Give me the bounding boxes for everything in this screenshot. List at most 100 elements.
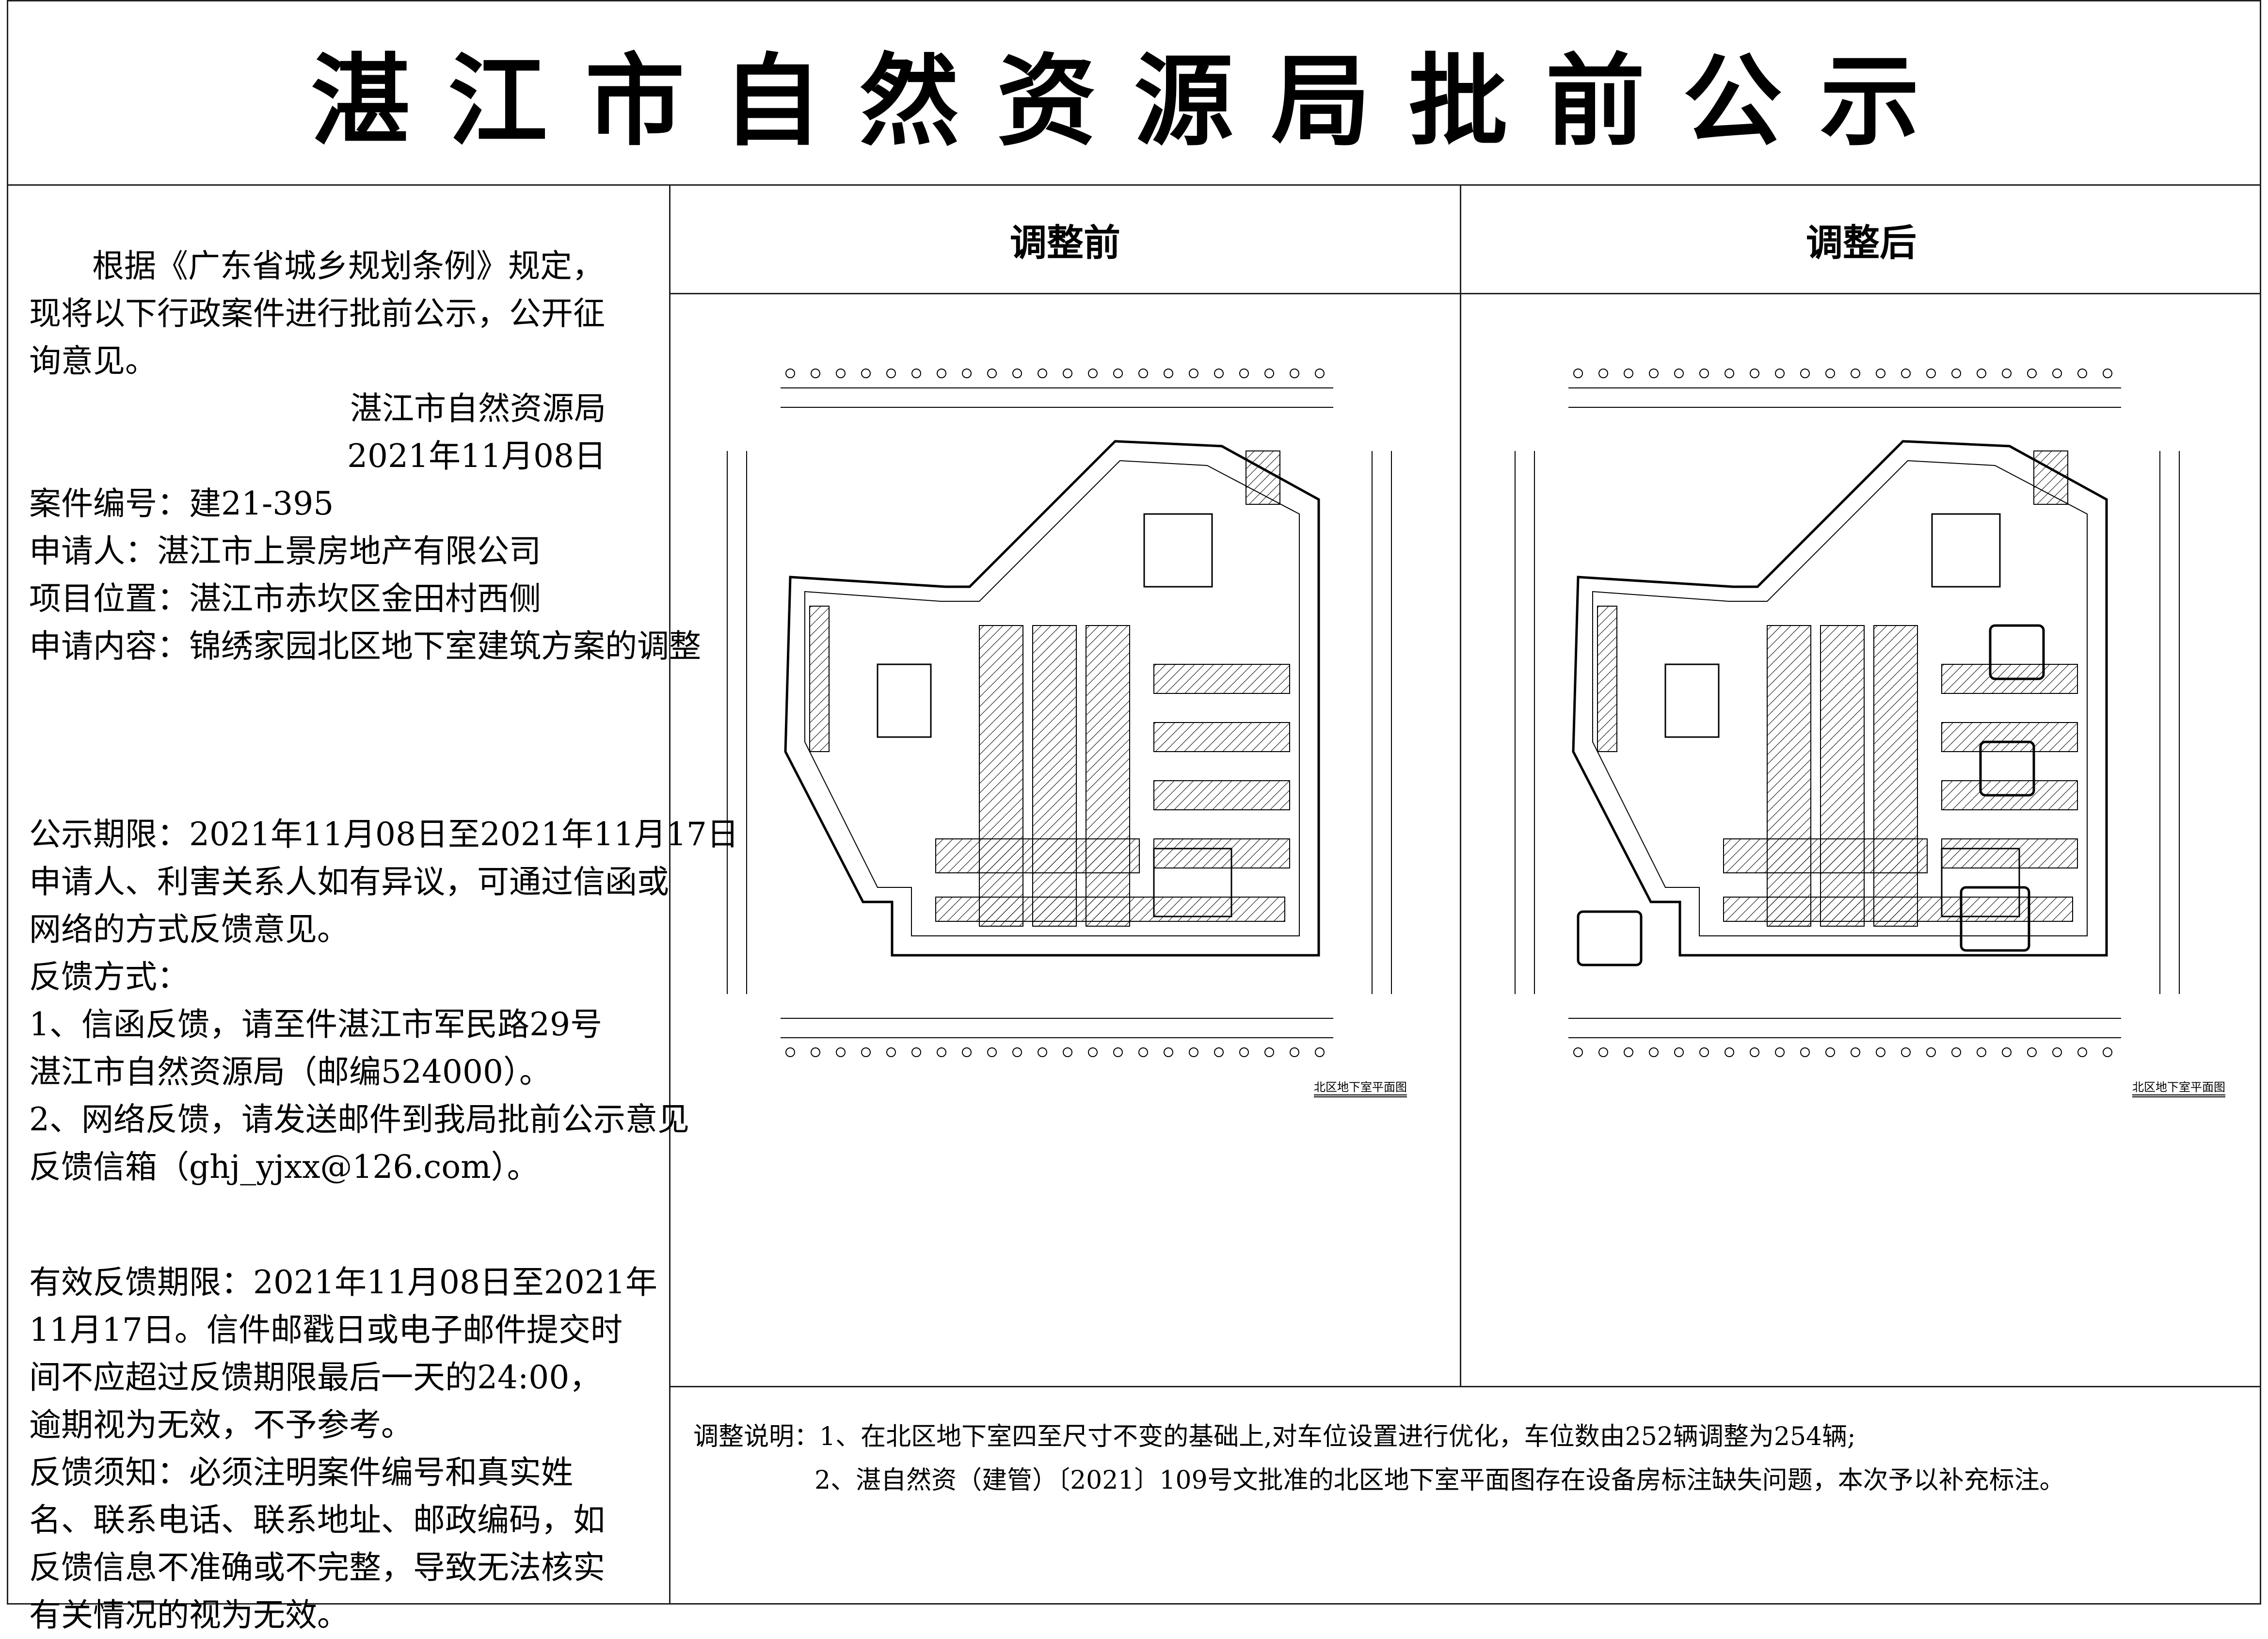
axis-marker [1012, 369, 1022, 378]
valid-line: 间不应超过反馈期限最后一天的24:00， [29, 1359, 602, 1396]
after-plan-caption: 北区地下室平面图 [2132, 1077, 2225, 1097]
equipment-room-highlight [1979, 740, 2035, 797]
axis-marker [1138, 1047, 1148, 1057]
axis-marker [1825, 369, 1835, 378]
header-row-divider [669, 293, 2261, 294]
axis-marker [1189, 369, 1198, 378]
parking-row [1032, 625, 1077, 927]
stair-core [1143, 513, 1213, 588]
parking-row [1941, 722, 2078, 752]
outer-border [7, 0, 2261, 1605]
axis-marker [1649, 369, 1659, 378]
intro-line: 询意见。 [29, 342, 157, 380]
axis-marker [1088, 369, 1098, 378]
equipment-room-highlight [1989, 624, 2045, 680]
notice-panel: 根据《广东省城乡规划条例》规定， 现将以下行政案件进行批前公示，公开征 询意见。… [29, 242, 739, 1639]
issuer: 湛江市自然资源局 [350, 390, 606, 427]
axis-marker [861, 369, 871, 378]
axis-marker [1239, 369, 1249, 378]
axis-marker [1113, 369, 1123, 378]
issue-date: 2021年11月08日 [347, 437, 606, 475]
stair-core [1941, 848, 2020, 917]
parking-row [935, 838, 1140, 873]
axis-marker [1649, 1047, 1659, 1057]
axis-marker [911, 1047, 921, 1057]
axis-marker [785, 1047, 795, 1057]
axis-marker [785, 369, 795, 378]
project-location: 项目位置：湛江市赤坎区金田村西侧 [29, 580, 541, 617]
axis-marker [836, 1047, 846, 1057]
axis-marker [1699, 369, 1709, 378]
axis-marker [1926, 1047, 1936, 1057]
axis-marker [1951, 369, 1961, 378]
valid-line: 有效反馈期限：2021年11月08日至2021年 [29, 1264, 657, 1301]
parking-row [1767, 625, 1811, 927]
axis-marker [1598, 369, 1608, 378]
before-header: 调整前 [1010, 221, 1120, 264]
axis-marker [1113, 1047, 1123, 1057]
parking-row [979, 625, 1023, 927]
axis-marker [1750, 369, 1759, 378]
axis-marker [1214, 369, 1224, 378]
axis-marker [1012, 1047, 1022, 1057]
axis-marker [1264, 369, 1274, 378]
axis-marker [962, 1047, 972, 1057]
axis-marker [2052, 1047, 2062, 1057]
period-line: 2、网络反馈，请发送邮件到我局批前公示意见 [29, 1101, 689, 1138]
parking-row [809, 606, 830, 752]
axis-marker [1063, 369, 1072, 378]
case-number: 案件编号：建21-395 [29, 485, 334, 522]
axis-marker [1775, 1047, 1785, 1057]
parking-row [1153, 664, 1290, 694]
axis-marker [987, 1047, 997, 1057]
axis-marker [1851, 369, 1860, 378]
axis-marker [1876, 369, 1885, 378]
axis-marker [1876, 1047, 1885, 1057]
adjustment-note-1: 调整说明：1、在北区地下室四至尺寸不变的基础上,对车位设置进行优化，车位数由25… [693, 1422, 1856, 1451]
axis-marker [1775, 369, 1785, 378]
axis-marker [1800, 1047, 1810, 1057]
axis-marker [1088, 1047, 1098, 1057]
parking-row [1153, 838, 1290, 868]
left-panel-divider [669, 184, 671, 1605]
axis-marker [1164, 369, 1173, 378]
axis-marker [1699, 1047, 1709, 1057]
axis-marker [1926, 369, 1936, 378]
page-title: 湛江市自然资源局批前公示 [311, 44, 1957, 160]
valid-line: 有关情况的视为无效。 [29, 1596, 349, 1634]
valid-line: 反馈信息不准确或不完整，导致无法核实 [29, 1549, 605, 1586]
ramp [1246, 450, 1280, 505]
axis-marker [2027, 1047, 2037, 1057]
period-line: 公示期限：2021年11月08日至2021年11月17日 [29, 816, 739, 853]
axis-marker [836, 369, 846, 378]
axis-marker [811, 1047, 820, 1057]
parking-row [1153, 722, 1290, 752]
axis-marker [1674, 369, 1684, 378]
period-line: 反馈方式： [29, 958, 189, 996]
valid-line: 名、联系电话、联系地址、邮政编码，如 [29, 1501, 605, 1539]
axis-marker [937, 1047, 946, 1057]
axis-marker [1315, 369, 1325, 378]
parking-row [1723, 897, 2073, 922]
axis-marker [1239, 1047, 1249, 1057]
application-content: 申请内容：锦绣家园北区地下室建筑方案的调整 [29, 627, 701, 665]
axis-marker [1573, 1047, 1583, 1057]
axis-marker [2103, 369, 2112, 378]
period-line: 湛江市自然资源局（邮编524000）。 [29, 1053, 551, 1091]
axis-marker [987, 369, 997, 378]
axis-marker [1214, 1047, 1224, 1057]
axis-marker [886, 1047, 896, 1057]
axis-marker [811, 369, 820, 378]
axis-marker [1977, 369, 1986, 378]
floor-plan-before [727, 369, 1392, 1057]
intro-line: 根据《广东省城乡规划条例》规定， [92, 247, 604, 285]
axis-marker [1598, 1047, 1608, 1057]
parking-row [1941, 838, 2078, 868]
axis-marker [1825, 1047, 1835, 1057]
axis-marker [1290, 1047, 1299, 1057]
applicant: 申请人：湛江市上景房地产有限公司 [29, 532, 541, 570]
inner-outline [804, 460, 1300, 936]
axis-marker [1951, 1047, 1961, 1057]
notes-row-divider [669, 1386, 2261, 1387]
axis-marker [1624, 369, 1633, 378]
